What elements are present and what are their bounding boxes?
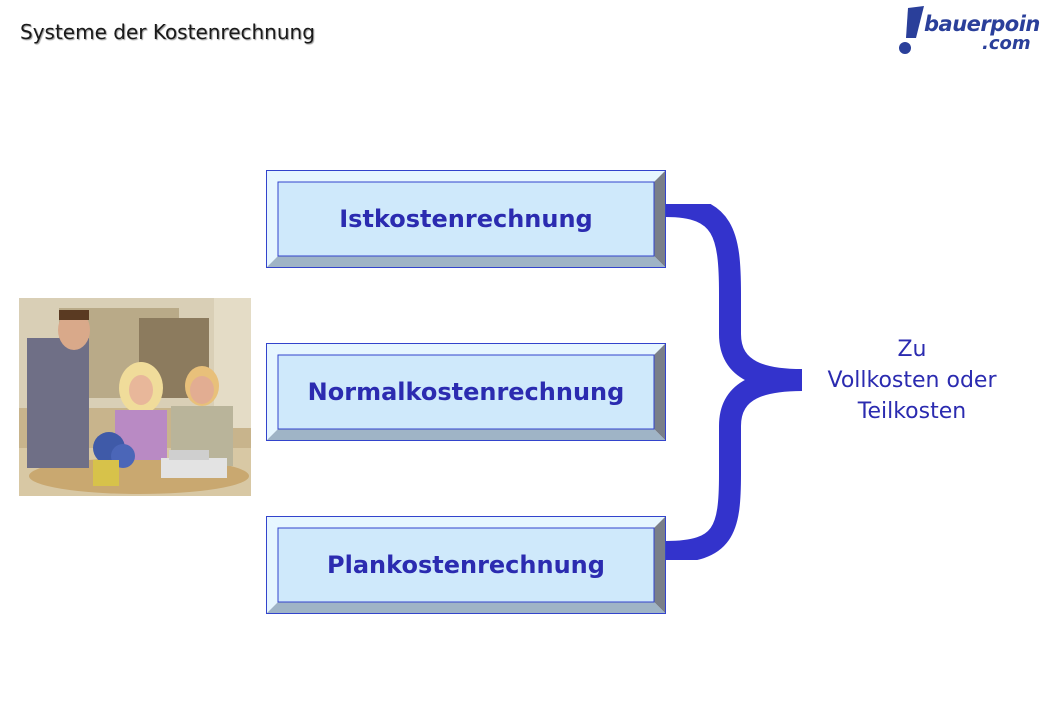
method-label-normal: Normalkostenrechnung xyxy=(307,378,625,406)
result-line-1: Zu xyxy=(897,337,927,362)
result-text: Zu Vollkosten oder Teilkosten xyxy=(792,334,1032,427)
result-line-2: Vollkosten oder xyxy=(827,368,997,393)
method-box-normal: Normalkostenrechnung xyxy=(266,343,666,441)
page-title: Systeme der Kostenrechnung xyxy=(20,20,315,44)
method-box-ist: Istkostenrechnung xyxy=(266,170,666,268)
logo-brand-text: bauerpoint xyxy=(924,12,1040,36)
result-line-3: Teilkosten xyxy=(857,399,967,424)
team-photo xyxy=(19,298,251,496)
exclamation-logo-icon xyxy=(899,6,924,54)
curly-brace xyxy=(665,204,803,560)
method-box-plan: Plankostenrechnung xyxy=(266,516,666,614)
bauerpoint-logo: bauerpoint .com xyxy=(894,4,1040,58)
logo-suffix-text: .com xyxy=(982,33,1031,54)
method-label-plan: Plankostenrechnung xyxy=(327,551,605,579)
method-label-ist: Istkostenrechnung xyxy=(339,205,593,233)
